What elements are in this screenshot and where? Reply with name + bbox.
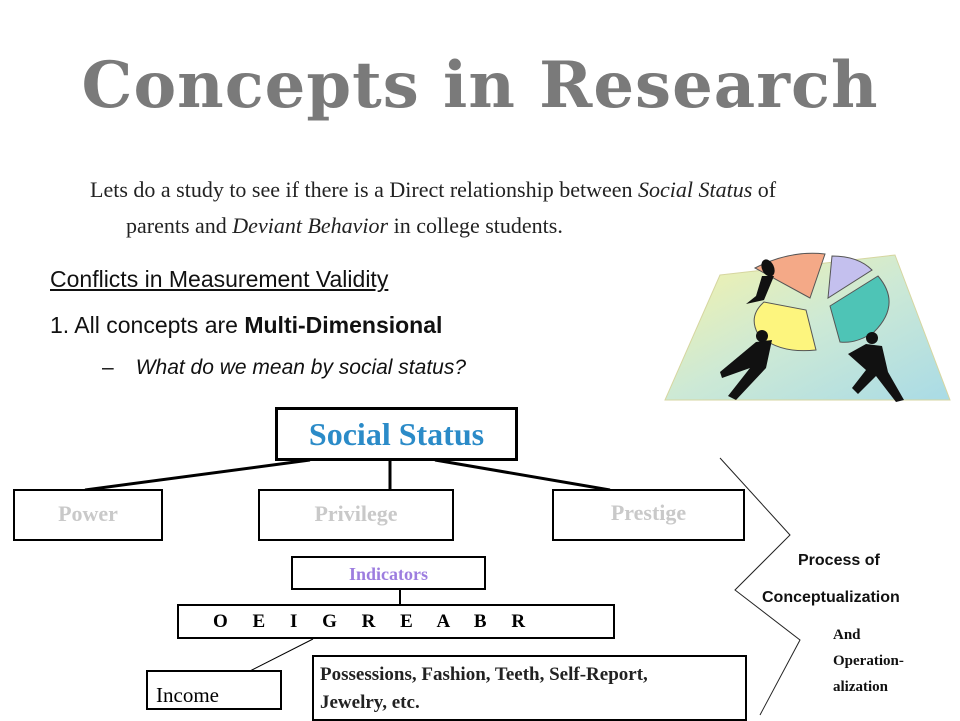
intro-text: parents and bbox=[126, 213, 233, 238]
process-bracket bbox=[719, 457, 801, 716]
possessions-box: Possessions, Fashion, Teeth, Self-Report… bbox=[312, 655, 747, 721]
intro-social-status: Social Status bbox=[638, 177, 753, 202]
subpoint-text: What do we mean by social status? bbox=[135, 356, 467, 379]
business-figures bbox=[720, 259, 904, 402]
prestige-box: Prestige bbox=[552, 489, 745, 541]
intro-text: Lets do a study to see if there is a Dir… bbox=[90, 177, 638, 202]
pie-chart-with-business-figures-icon bbox=[664, 252, 951, 402]
dash-bullet: – bbox=[102, 356, 114, 379]
operationalization-label: And Operation- alization bbox=[833, 622, 904, 700]
operation-line-1: And bbox=[833, 627, 861, 643]
scrambled-letters-box: O E I G R E A B R bbox=[177, 604, 615, 639]
slide-title: Concepts in Research bbox=[81, 48, 879, 123]
social-status-box: Social Status bbox=[275, 407, 518, 461]
privilege-box: Privilege bbox=[258, 489, 454, 541]
point-bold-text: Multi-Dimensional bbox=[244, 312, 443, 338]
intro-deviant-behavior: Deviant Behavior bbox=[232, 213, 389, 238]
point-text: 1. All concepts are bbox=[50, 312, 245, 338]
heading-measurement-validity: Conflicts in Measurement Validity bbox=[50, 266, 389, 292]
connector-power bbox=[84, 458, 311, 492]
connector-income bbox=[247, 638, 314, 673]
point-multi-dimensional: 1. All concepts are Multi-Dimensional bbox=[50, 312, 442, 339]
indicators-box: Indicators bbox=[291, 556, 486, 590]
intro-text: of bbox=[752, 177, 777, 202]
process-label-line-1: Process of bbox=[798, 552, 880, 569]
subpoint-social-status-question: –What do we mean by social status? bbox=[102, 356, 466, 380]
process-label-line-2: Conceptualization bbox=[762, 589, 900, 606]
operation-line-3: alization bbox=[833, 679, 888, 695]
intro-line-2: parents and Deviant Behavior in college … bbox=[90, 208, 910, 244]
intro-paragraph: Lets do a study to see if there is a Dir… bbox=[90, 172, 910, 244]
intro-line-1: Lets do a study to see if there is a Dir… bbox=[90, 172, 910, 208]
operation-line-2: Operation- bbox=[833, 653, 904, 669]
power-box: Power bbox=[13, 489, 163, 541]
connector-prestige bbox=[434, 458, 611, 492]
possessions-line-2: Jewelry, etc. bbox=[320, 692, 420, 713]
pie-slice-teal bbox=[829, 275, 890, 343]
income-box: Income bbox=[146, 670, 282, 710]
intro-text: in college students. bbox=[388, 213, 563, 238]
possessions-line-1: Possessions, Fashion, Teeth, Self-Report… bbox=[320, 664, 648, 685]
pie-slice-lavender bbox=[827, 255, 873, 299]
